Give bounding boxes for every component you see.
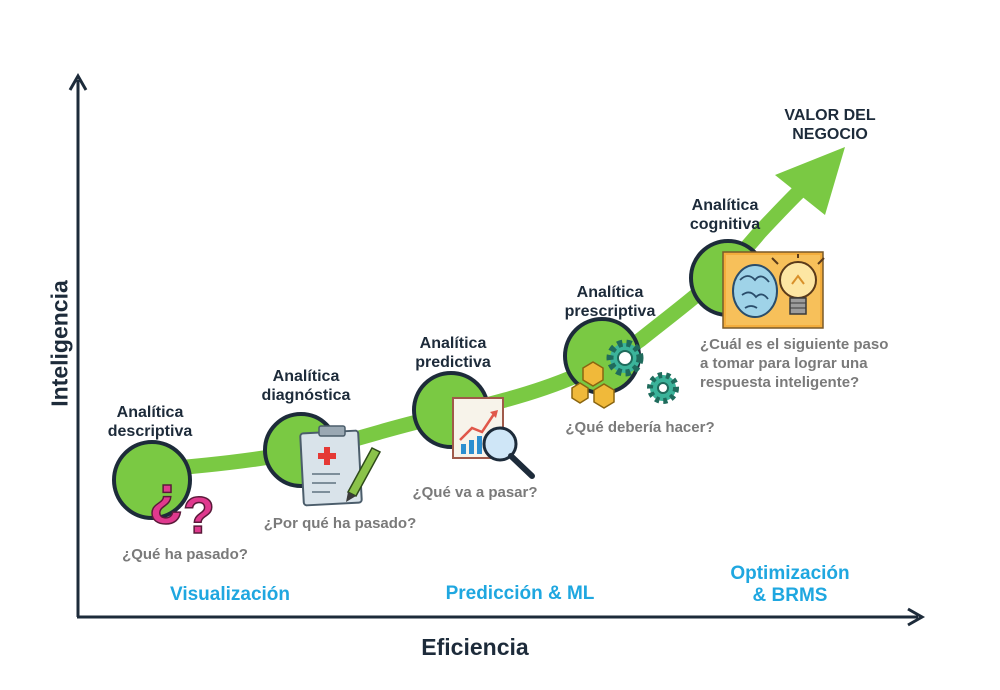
stage-title-descriptive: Analítica descriptiva <box>95 403 205 441</box>
stage-title-line: predictiva <box>415 354 491 371</box>
question-line: a tomar para lograr una <box>700 355 868 372</box>
category-prediction: Predicción & ML <box>445 583 595 604</box>
stage-title-line: Analítica <box>272 368 340 385</box>
gears-icon <box>571 339 679 409</box>
question-diagnostic: ¿Por qué ha pasado? <box>263 515 417 532</box>
y-axis-arrow-icon <box>68 72 88 91</box>
stage-title-line: Analítica <box>691 197 759 214</box>
stage-circle-descriptive <box>112 440 192 520</box>
goal-label-line2: NEGOCIO <box>792 126 868 143</box>
stage-title-line: Analítica <box>419 335 487 352</box>
question-line: ¿Cuál es el siguiente paso <box>700 336 889 353</box>
stage-title-line: Analítica <box>576 284 644 301</box>
stage-title-diagnostic: Analítica diagnóstica <box>246 367 366 405</box>
stage-title-cognitive: Analítica cognitiva <box>670 196 780 234</box>
question-predictive: ¿Qué va a pasar? <box>412 484 538 501</box>
svg-text:?: ? <box>183 487 215 545</box>
magnifier-chart-icon <box>452 397 535 479</box>
question-marks-icon: ? ? <box>148 472 215 546</box>
clipboard-icon <box>299 425 382 507</box>
goal-label: VALOR DEL NEGOCIO <box>755 106 905 144</box>
stage-title-predictive: Analítica predictiva <box>398 334 508 372</box>
question-line: respuesta inteligente? <box>700 374 860 391</box>
question-prescriptive: ¿Qué debería hacer? <box>565 419 715 436</box>
y-axis-label: Inteligencia <box>46 280 73 407</box>
stage-title-line: descriptiva <box>107 423 193 440</box>
stage-title-line: prescriptiva <box>564 303 656 320</box>
brain-bulb-icon <box>722 251 825 329</box>
svg-text:?: ? <box>149 473 183 536</box>
category-line: Optimización <box>730 563 850 584</box>
category-visualization: Visualización <box>169 584 291 605</box>
category-optimization: Optimización & BRMS <box>705 563 875 607</box>
growth-arrow-head-icon <box>775 147 845 215</box>
stage-title-line: cognitiva <box>689 216 761 233</box>
x-axis-label: Eficiencia <box>421 634 529 660</box>
question-cognitive: ¿Cuál es el siguiente paso a tomar para … <box>700 335 920 392</box>
goal-label-line1: VALOR DEL <box>784 107 876 124</box>
axes <box>68 72 926 627</box>
stage-title-line: diagnóstica <box>261 387 351 404</box>
x-axis-arrow-icon <box>907 607 926 627</box>
stage-title-prescriptive: Analítica prescriptiva <box>550 283 670 321</box>
stage-title-line: Analítica <box>116 404 184 421</box>
question-descriptive: ¿Qué ha pasado? <box>122 546 248 563</box>
category-line: & BRMS <box>752 585 828 606</box>
